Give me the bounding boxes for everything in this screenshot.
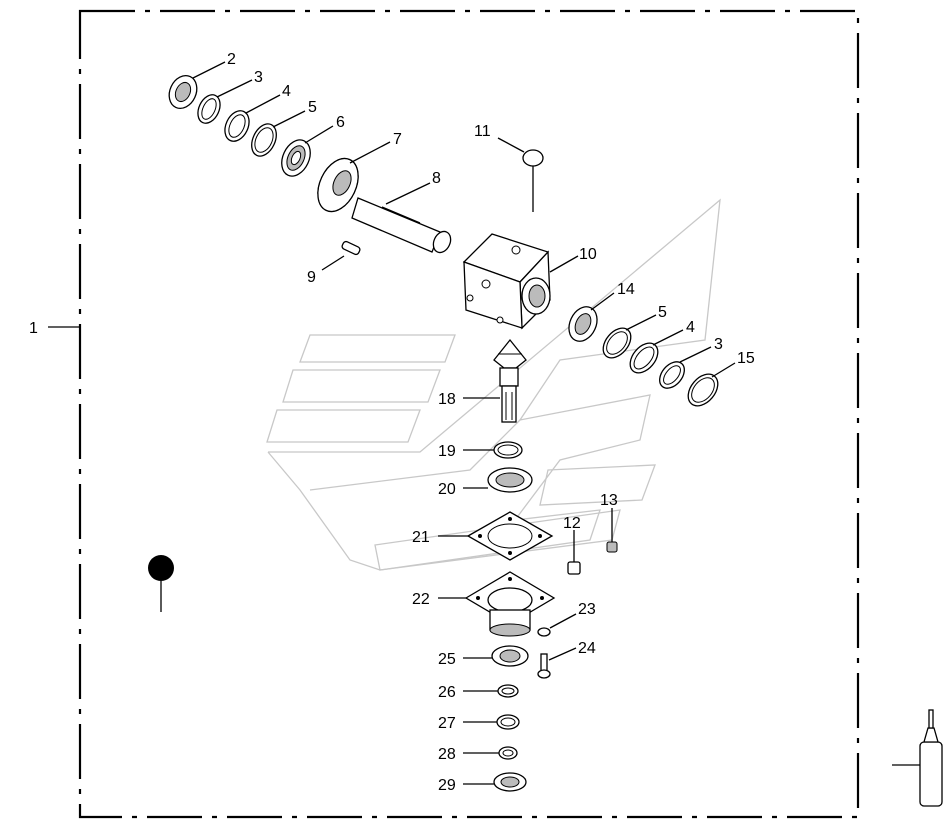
part-14-bearing: 14 xyxy=(568,281,635,342)
part-15-ring: 15 xyxy=(687,350,755,407)
part-25-ring: 27 xyxy=(438,714,520,732)
svg-text:3: 3 xyxy=(714,336,723,353)
part-21-washer: 23 xyxy=(537,601,596,637)
part-7-bevel-gear: 7 xyxy=(317,131,402,213)
svg-text:3: 3 xyxy=(254,69,263,86)
part-5-ring-lower: 5 xyxy=(602,304,667,359)
svg-text:26: 26 xyxy=(438,684,456,701)
part-18-bearing: 20 xyxy=(438,467,533,498)
svg-text:7: 7 xyxy=(393,131,402,148)
part-22-bolt: 24 xyxy=(537,640,596,679)
svg-text:19: 19 xyxy=(438,443,456,460)
svg-text:4: 4 xyxy=(686,319,695,336)
svg-text:13: 13 xyxy=(600,492,618,509)
svg-text:27: 27 xyxy=(438,715,456,732)
part-4-ring-lower: 4 xyxy=(629,319,695,374)
part-26-ring: 28 xyxy=(438,746,518,763)
svg-text:9: 9 xyxy=(307,269,316,286)
callout-1: 1 xyxy=(29,320,80,337)
svg-text:28: 28 xyxy=(438,746,456,763)
part-20-flange-housing: 22 xyxy=(412,571,556,637)
part-4-ring-upper: 4 xyxy=(224,83,291,142)
svg-text:8: 8 xyxy=(432,170,441,187)
svg-text:23: 23 xyxy=(578,601,596,618)
part-16-pinion-shaft: 18 xyxy=(438,338,527,423)
part-9-key: 9 xyxy=(307,240,361,286)
svg-text:4: 4 xyxy=(282,83,291,100)
part-29-grease-tube xyxy=(892,709,943,807)
svg-text:24: 24 xyxy=(578,640,596,657)
part-3-ring-lower: 3 xyxy=(659,336,723,389)
svg-text:5: 5 xyxy=(658,304,667,321)
svg-text:1: 1 xyxy=(29,320,38,337)
svg-text:15: 15 xyxy=(737,350,755,367)
part-28-grease xyxy=(148,555,174,612)
part-3-ring-upper: 3 xyxy=(197,69,263,124)
svg-text:14: 14 xyxy=(617,281,635,298)
part-2-seal: 2 xyxy=(168,51,236,110)
part-12-dowel: 12 xyxy=(563,515,581,575)
part-5-ring-upper: 5 xyxy=(251,99,317,157)
svg-text:12: 12 xyxy=(563,515,581,532)
watermark-logo xyxy=(266,198,721,571)
svg-text:29: 29 xyxy=(438,777,456,794)
part-23-bearing: 25 xyxy=(438,645,529,668)
assembly-frame xyxy=(78,9,860,819)
svg-text:5: 5 xyxy=(308,99,317,116)
svg-text:10: 10 xyxy=(579,246,597,263)
part-17-ring: 19 xyxy=(438,441,523,460)
part-24-ring: 26 xyxy=(438,684,519,701)
part-27-seal: 29 xyxy=(438,772,527,794)
svg-text:2: 2 xyxy=(227,51,236,68)
svg-text:6: 6 xyxy=(336,114,345,131)
svg-text:20: 20 xyxy=(438,481,456,498)
part-10-gearbox-housing: 10 xyxy=(462,233,597,330)
part-6-bearing: 6 xyxy=(281,114,345,177)
part-8-shaft: 8 xyxy=(351,170,452,254)
part-13-plug: 13 xyxy=(600,492,618,553)
part-11-breather-plug: 11 xyxy=(474,123,544,212)
svg-text:25: 25 xyxy=(438,651,456,668)
svg-text:21: 21 xyxy=(412,529,430,546)
svg-text:11: 11 xyxy=(474,123,491,140)
svg-text:18: 18 xyxy=(438,391,456,408)
part-19-gasket: 21 xyxy=(412,511,554,561)
svg-text:22: 22 xyxy=(412,591,430,608)
